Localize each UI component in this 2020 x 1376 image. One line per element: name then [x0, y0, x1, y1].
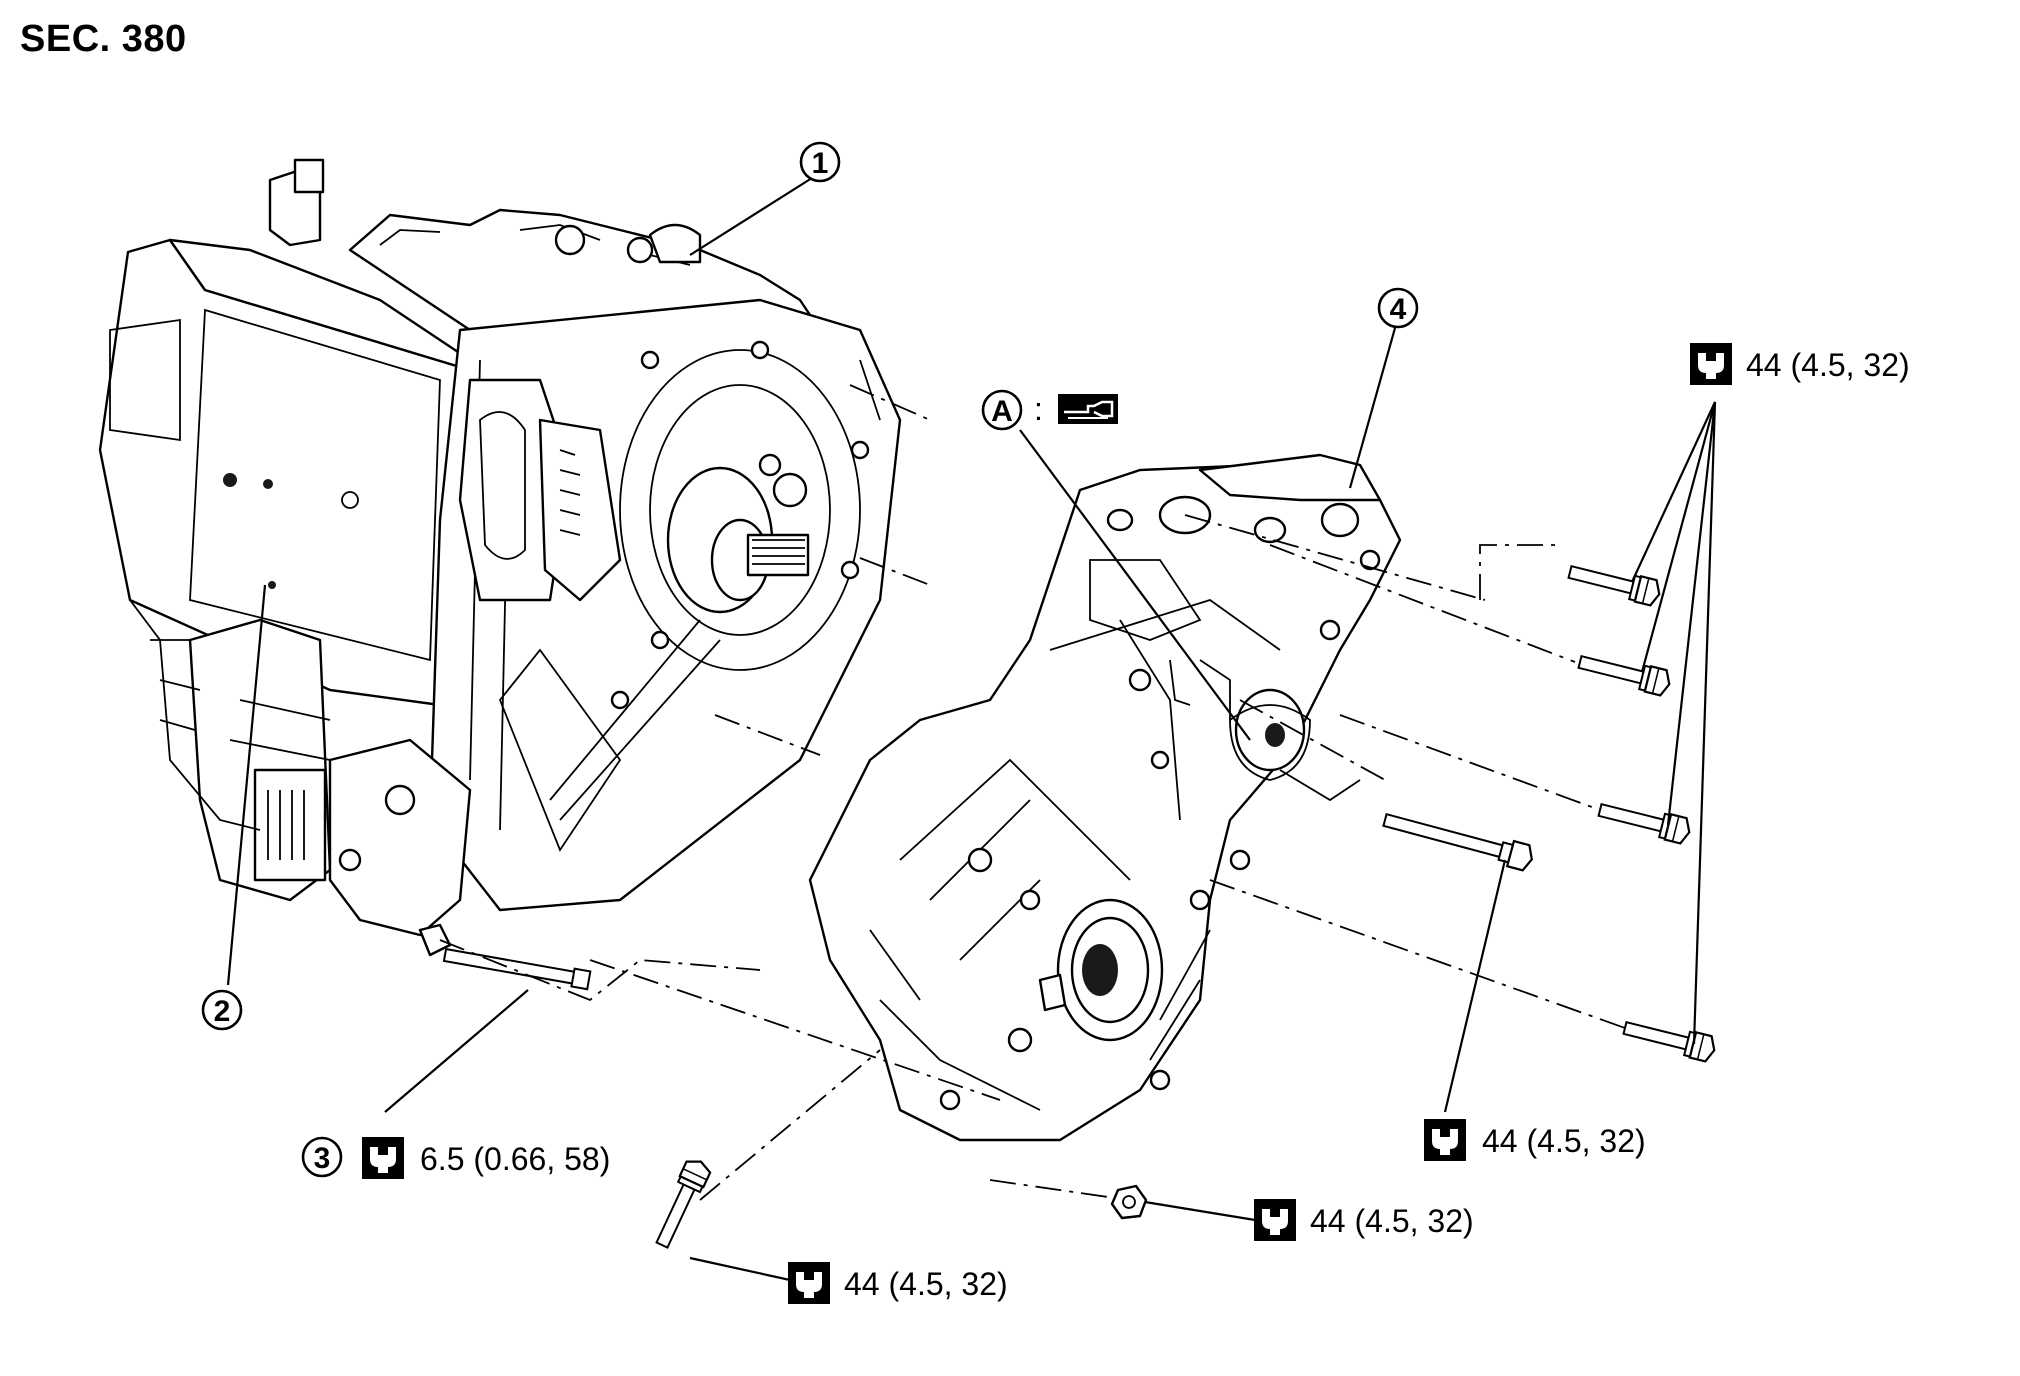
- sealant-tube-icon: [1058, 394, 1118, 424]
- svg-text:44 (4.5, 32): 44 (4.5, 32): [1310, 1203, 1474, 1239]
- leader-lines: [226, 177, 1717, 1282]
- bolt-3: [1595, 796, 1694, 846]
- svg-text:6.5 (0.66, 58): 6.5 (0.66, 58): [420, 1141, 610, 1177]
- svg-text:3: 3: [314, 1142, 331, 1175]
- torque-wrench-icon: [1690, 343, 1732, 385]
- callout-4: 4: [1377, 287, 1419, 329]
- torque-label-mid-right: 44 (4.5, 32): [1424, 1119, 1646, 1161]
- torque-wrench-icon: [1254, 1199, 1296, 1241]
- svg-text:A: A: [991, 395, 1013, 428]
- torque-label-3: 6.5 (0.66, 58): [362, 1137, 610, 1179]
- bolt-1: [1565, 558, 1664, 608]
- torque-wrench-icon: [788, 1262, 830, 1304]
- svg-text:44 (4.5, 32): 44 (4.5, 32): [1746, 347, 1910, 383]
- motor-housing-assembly: [98, 158, 902, 991]
- alignment-lines: [439, 384, 1626, 1201]
- torque-label-nut: 44 (4.5, 32): [1254, 1199, 1474, 1241]
- bolt-2: [1575, 648, 1674, 698]
- bolt-bottom: [649, 1155, 714, 1252]
- callout-1: 1: [799, 141, 841, 183]
- svg-text:4: 4: [1390, 293, 1407, 326]
- reduction-gear-housing: [808, 453, 1402, 1142]
- svg-text:1: 1: [812, 147, 829, 180]
- callout-3: 3: [301, 1136, 343, 1178]
- svg-text:44 (4.5, 32): 44 (4.5, 32): [844, 1266, 1008, 1302]
- callout-2: 2: [201, 989, 243, 1031]
- svg-text:2: 2: [214, 995, 231, 1028]
- bolt-long: [1382, 812, 1533, 872]
- callout-A-colon: :: [1034, 391, 1043, 427]
- section-title: SEC. 380: [20, 18, 187, 60]
- callout-A: A: [981, 389, 1023, 431]
- torque-label-bottom: 44 (4.5, 32): [788, 1262, 1008, 1304]
- torque-wrench-icon: [362, 1137, 404, 1179]
- torque-wrench-icon: [1424, 1119, 1466, 1161]
- torque-label-top-right: 44 (4.5, 32): [1690, 343, 1910, 385]
- nut: [1110, 1184, 1148, 1220]
- bolt-4: [1620, 1014, 1719, 1064]
- svg-text:44 (4.5, 32): 44 (4.5, 32): [1482, 1123, 1646, 1159]
